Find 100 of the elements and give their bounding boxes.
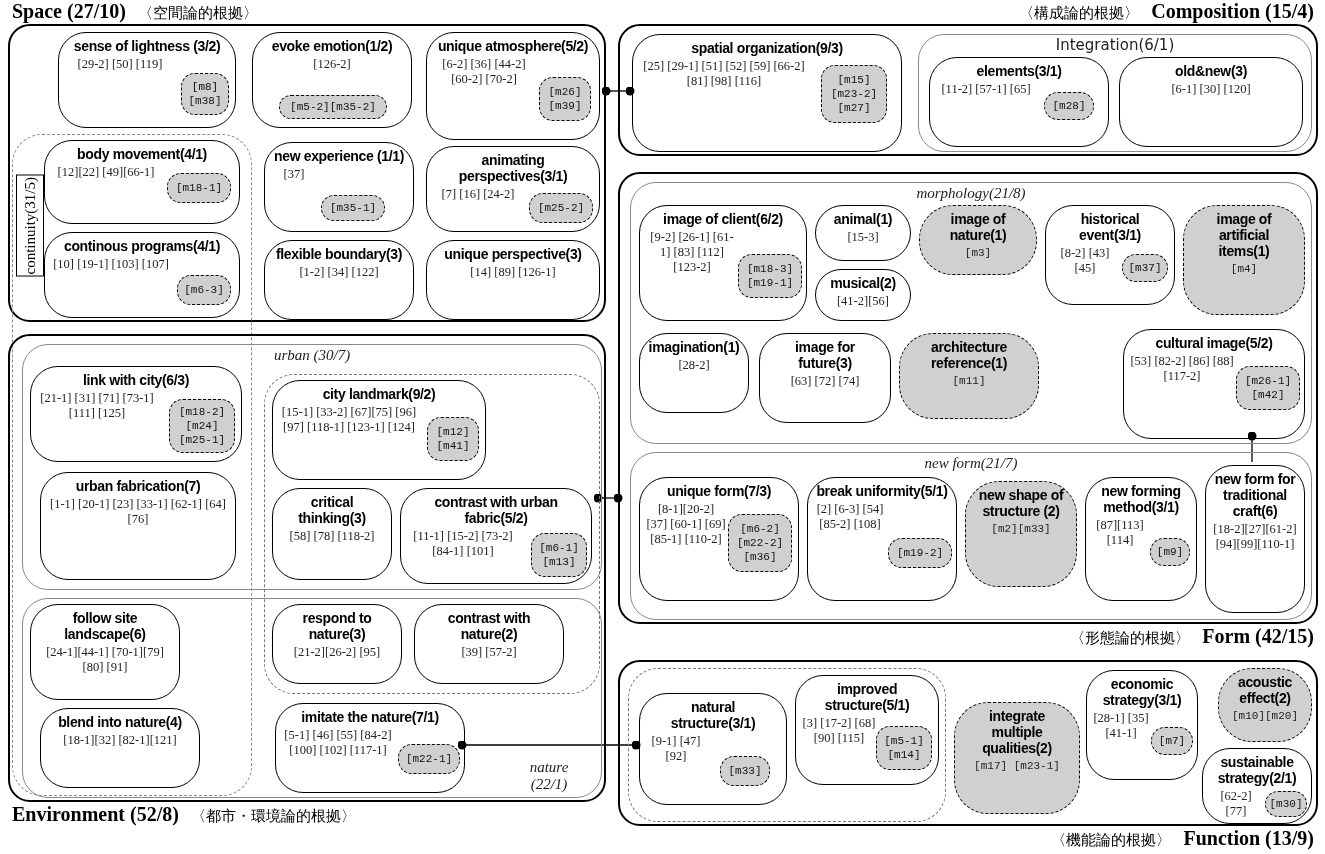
reference-list: [18-2][27][61-2] [94][99][110-1]	[1213, 522, 1297, 552]
reference-list: [15-3]	[823, 230, 903, 245]
concept-title: animating perspectives(3/1)	[457, 152, 569, 184]
model-reference-list: [m17] [m23-1]	[970, 759, 1064, 773]
concept-title: historical event(3/1)	[1078, 211, 1142, 243]
model-reference-box: [m7]	[1151, 727, 1193, 755]
reference-list: [7] [16] [24-2]	[433, 187, 523, 202]
concept-bubble	[44, 232, 240, 318]
concept-bubble	[264, 240, 414, 320]
model-reference-list: [m3]	[960, 246, 996, 260]
concept-title: sense of lightness (3/2)	[72, 38, 222, 54]
category-heading: Space (27/10)	[12, 0, 126, 22]
concept-title: respond to nature(3)	[301, 610, 373, 642]
model-reference-list: [m4]	[1226, 262, 1262, 276]
concept-title: image of client(6/2)	[662, 211, 784, 227]
concept-title: acoustic effect(2)	[1237, 674, 1293, 706]
category-heading: Environment (52/8)	[12, 803, 179, 825]
concept-title: break uniformity(5/1)	[815, 483, 949, 499]
reference-list: [37]	[271, 167, 317, 182]
model-reference-box: [m5-2][m35-2]	[279, 95, 387, 119]
concept-title: flexible boundary(3)	[275, 246, 403, 262]
concept-title: body movement(4/1)	[76, 146, 208, 162]
concept-title: critical thinking(3)	[297, 494, 367, 526]
model-reference-box: [m33]	[720, 756, 770, 786]
concept-bubble	[400, 488, 592, 584]
category-heading: Composition (15/4)	[1151, 0, 1314, 22]
shaded-concept-bubble	[1183, 205, 1305, 315]
concept-bubble	[30, 604, 180, 700]
reference-list: [28-2]	[647, 358, 741, 373]
reference-list: [21-2][26-2] [95]	[280, 645, 394, 660]
group-outline	[630, 452, 1312, 620]
reference-list: [8-1][20-2] [37] [60-1] [69] [85-1] [110-2]	[646, 502, 726, 547]
reference-list: [87][113] [114]	[1092, 518, 1148, 548]
concept-bubble	[639, 693, 787, 805]
concept-bubble	[1045, 205, 1175, 305]
concept-title: new experience (1/1)	[273, 148, 405, 164]
reference-list: [53] [82-2] [86] [88] [117-2]	[1130, 354, 1234, 384]
model-reference-box: [m26] [m39]	[539, 77, 591, 121]
category-subtitle: 〈機能論的根拠〉	[1051, 831, 1172, 850]
concept-bubble	[1205, 465, 1305, 613]
group-label: continuity(31/5)	[16, 175, 44, 277]
concept-title: improved structure(5/1)	[823, 681, 911, 713]
concept-bubble	[58, 32, 236, 128]
concept-title: natural structure(3/1)	[669, 699, 757, 731]
concept-title: urban fabrication(7)	[74, 478, 202, 494]
group-label: Integration(6/1)	[1054, 37, 1176, 54]
connector-line	[601, 86, 635, 96]
concept-title: continous programs(4/1)	[62, 238, 222, 254]
reference-list: [2] [6-3] [54] [85-2] [108]	[814, 502, 886, 532]
reference-list: [5-1] [46] [55] [84-2] [100] [102] [117-1]	[282, 728, 394, 758]
concept-bubble	[639, 205, 807, 321]
concept-title: imitate the nature(7/1)	[300, 709, 440, 725]
concept-bubble	[759, 333, 891, 423]
category-subtitle: 〈空間論的根拠〉	[137, 4, 258, 23]
reference-list: [11-2] [57-1] [65]	[936, 82, 1036, 97]
concept-bubble	[1119, 57, 1303, 147]
concept-bubble	[426, 240, 600, 320]
category-heading: Form (42/15)	[1202, 625, 1314, 647]
concept-bubble	[264, 142, 414, 232]
concept-bubble	[426, 146, 600, 232]
reference-list: [9-1] [47] [92]	[646, 734, 706, 764]
group-outline	[630, 182, 1312, 444]
reference-list: [63] [72] [74]	[767, 374, 883, 389]
concept-bubble	[1123, 329, 1305, 439]
concept-bubble	[40, 472, 236, 580]
concept-title: architecture reference(1)	[930, 339, 1008, 371]
concept-title: cultural image(5/2)	[1154, 335, 1274, 351]
model-reference-box: [m5-1] [m14]	[876, 726, 932, 770]
model-reference-box: [m18-2] [m24] [m25-1]	[169, 399, 235, 453]
concept-bubble	[30, 366, 242, 462]
model-reference-box: [m6-1] [m13]	[531, 533, 587, 577]
group-outline	[918, 34, 1312, 152]
reference-list: [24-1][44-1] [70-1][79][80] [91]	[38, 645, 172, 675]
concept-title: new form for traditional craft(6)	[1213, 471, 1297, 519]
reference-list: [126-2]	[260, 57, 404, 72]
concept-title: integrate multiple qualities(2)	[981, 708, 1053, 756]
shaded-concept-bubble	[954, 702, 1080, 814]
concept-bubble	[1086, 670, 1198, 780]
concept-bubble	[639, 333, 749, 413]
reference-list: [6-1] [30] [120]	[1127, 82, 1295, 97]
concept-title: unique atmosphere(5/2)	[436, 38, 590, 54]
concept-bubble	[44, 140, 240, 224]
reference-list: [10] [19-1] [103] [107]	[51, 257, 171, 272]
model-reference-box: [m19-2]	[888, 538, 952, 568]
group-label: urban (30/7)	[272, 347, 352, 364]
concept-bubble	[414, 604, 564, 684]
model-reference-box: [m25-2]	[529, 193, 593, 223]
concept-title: image of artificial items(1)	[1215, 211, 1273, 259]
concept-title: unique perspective(3)	[443, 246, 583, 262]
concept-bubble	[252, 32, 412, 128]
concept-title: new forming method(3/1)	[1100, 483, 1182, 515]
shaded-concept-bubble	[899, 333, 1039, 419]
model-reference-box: [m6-3]	[177, 275, 231, 305]
concept-bubble	[1202, 748, 1312, 824]
reference-list: [1-2] [34] [122]	[272, 265, 406, 280]
category-heading: Function (13/9)	[1183, 827, 1314, 849]
concept-title: unique form(7/3)	[665, 483, 773, 499]
model-reference-box: [m12] [m41]	[427, 417, 479, 461]
reference-list: [12][22] [49][66-1]	[51, 165, 161, 180]
shaded-concept-bubble	[1218, 668, 1312, 742]
